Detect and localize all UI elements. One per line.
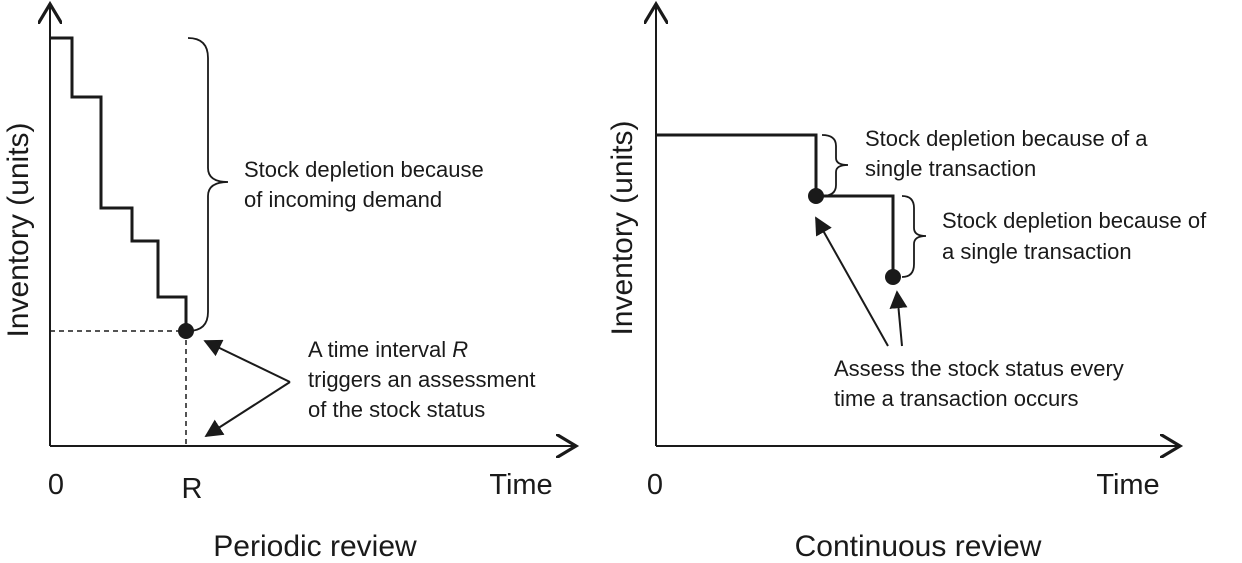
left-arrow-to-axis: [204, 381, 291, 437]
left-r-tick: R: [182, 473, 203, 505]
left-arrow-line-1a: A time interval: [308, 337, 452, 362]
left-arrow-line-1b: R: [452, 337, 468, 362]
left-arrow-to-point: [203, 339, 291, 383]
continuous-inventory-step-line: [656, 133, 895, 277]
right-brace-2-line-2: a single transaction: [942, 239, 1132, 264]
right-depletion-brace-1: [821, 134, 849, 197]
left-depletion-brace: [187, 37, 229, 332]
left-arrow-line-2: triggers an assessment: [308, 367, 535, 392]
right-depletion-brace-2: [901, 195, 927, 278]
right-brace-1-annotation: Stock depletion because of a single tran…: [865, 126, 1154, 181]
right-origin-tick: 0: [647, 469, 663, 501]
periodic-review-point: [178, 323, 194, 339]
continuous-transaction-point-1: [808, 188, 824, 204]
left-brace-line-1: Stock depletion because: [244, 157, 484, 182]
left-x-axis-label: Time: [489, 469, 552, 501]
right-brace-2-line-1: Stock depletion because of: [942, 208, 1207, 233]
right-brace-1-line-2: single transaction: [865, 156, 1036, 181]
left-origin-tick: 0: [48, 469, 64, 501]
right-y-axis-label: Inventory (units): [606, 120, 639, 335]
continuous-review-caption: Continuous review: [795, 530, 1042, 563]
right-arrow-annotation: Assess the stock status every time a tra…: [834, 356, 1130, 411]
left-brace-annotation: Stock depletion because of incoming dema…: [244, 157, 490, 212]
left-brace-line-2: of incoming demand: [244, 187, 442, 212]
right-x-axis-label: Time: [1096, 469, 1159, 501]
right-brace-1-line-1: Stock depletion because of a: [865, 126, 1148, 151]
right-arrow-to-point-1: [815, 216, 889, 347]
periodic-review-caption: Periodic review: [213, 530, 417, 563]
left-y-axis-label: Inventory (units): [2, 122, 35, 337]
right-arrow-line-1: Assess the stock status every: [834, 356, 1124, 381]
right-arrow-line-2: time a transaction occurs: [834, 386, 1079, 411]
left-arrow-line-3: of the stock status: [308, 397, 485, 422]
periodic-inventory-step-line: [50, 36, 188, 331]
left-arrow-annotation: A time interval R triggers an assessment…: [308, 337, 542, 422]
periodic-review-panel: Inventory (units) 0 R Time Stock depleti…: [2, 4, 576, 563]
continuous-transaction-point-2: [885, 269, 901, 285]
continuous-review-panel: Inventory (units) 0 Time Stock depletion…: [606, 4, 1212, 563]
right-brace-2-annotation: Stock depletion because of a single tran…: [942, 208, 1212, 264]
right-arrow-to-point-2: [889, 290, 908, 347]
